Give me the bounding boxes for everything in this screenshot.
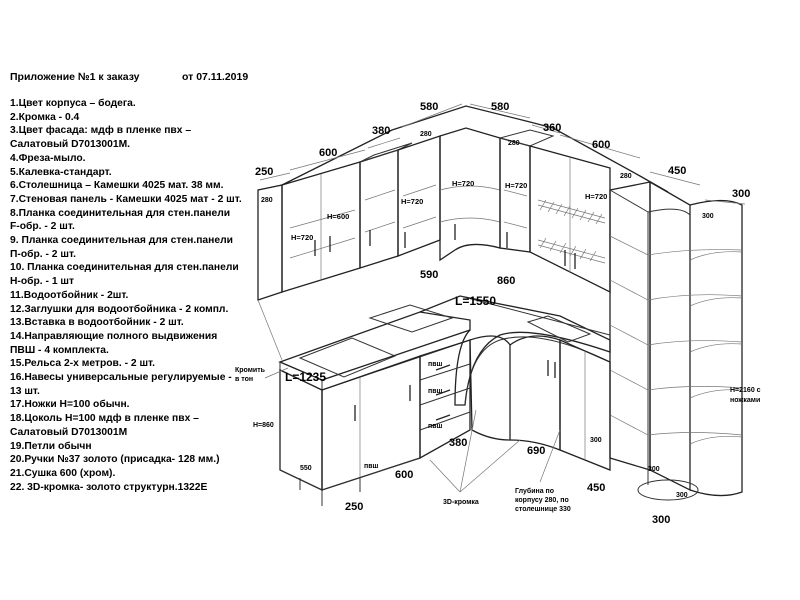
drawer-tag: пвш <box>428 388 443 395</box>
spec-item: 1.Цвет корпуса – бодега. <box>10 98 136 109</box>
spec-item: Н-обр. - 1 шт <box>10 276 75 288</box>
spec-item: 14.Направляющие полного выдвижения <box>10 330 218 342</box>
dim-label: 690 <box>527 445 545 457</box>
spec-item: Салатовый D7013001М <box>10 426 128 438</box>
height-label: Н=720 <box>401 197 423 206</box>
spec-item: П-обр. - 2 шт. <box>10 248 76 260</box>
height-label: Н=720 <box>585 192 607 201</box>
dim-label: 300 <box>652 514 670 526</box>
depth-label: 300 <box>676 492 688 499</box>
spec-item: 2.Кромка - 0.4 <box>10 111 80 123</box>
spec-item: 4.Фреза-мыло. <box>10 152 86 164</box>
height-label: Н=720 <box>291 233 313 242</box>
spec-item: 12.Заглушки для водоотбойника - 2 компл. <box>10 303 229 315</box>
dim-label: 450 <box>587 482 605 494</box>
dim-label: 380 <box>449 437 467 449</box>
dim-label: 860 <box>497 275 515 287</box>
spec-item: 19.Петли обычн <box>10 440 92 452</box>
worktop-length-label: L=1550 <box>455 294 496 308</box>
dim-label: 380 <box>372 125 390 137</box>
spec-item: 6.Столешница – Камешки 4025 мат. 38 мм. <box>10 180 224 192</box>
dim-label: 250 <box>345 501 363 513</box>
spec-item: 10. Планка соединительная для стен.панел… <box>10 262 239 274</box>
height-label: Н=860 <box>253 422 274 429</box>
spec-item: 13.Вставка в водоотбойник - 2 шт. <box>10 317 184 329</box>
spec-item: 13 шт. <box>10 385 40 397</box>
dim-label: 250 <box>255 166 273 178</box>
spec-item: 22. 3D-кромка- золото структурн.1322Е <box>10 481 208 493</box>
spec-item: 9. Планка соединительная для стен.панели <box>10 235 233 247</box>
depth-label: 280 <box>261 197 273 204</box>
spec-item: F-обр. - 2 шт. <box>10 221 75 233</box>
dim-label: 600 <box>319 147 337 159</box>
spec-item: 20.Ручки №37 золото (присадка- 128 мм.) <box>10 454 220 466</box>
dim-label: 300 <box>732 188 750 200</box>
depth-label: 300 <box>590 437 602 444</box>
spec-item: ПВШ - 4 комплекта. <box>10 344 109 356</box>
depth-note: Глубина по корпусу 280, по столешнице 33… <box>515 487 571 513</box>
depth-label: 550 <box>300 465 312 472</box>
spec-item: 18.Цоколь Н=100 мдф в пленке пвх – <box>10 413 199 425</box>
height-label: Н=720 <box>505 181 527 190</box>
drawer-tag: пвш <box>428 423 443 430</box>
worktop-length-label: L=1235 <box>285 370 326 384</box>
spec-item: 7.Стеновая панель - Камешки 4025 мат - 2… <box>10 193 242 205</box>
spec-item: 5.Калевка-стандарт. <box>10 166 112 178</box>
height-label: Н=600 <box>327 212 349 221</box>
spec-item: Салатовый D7013001М. <box>10 139 131 151</box>
spec-item: 17.Ножки Н=100 обычн. <box>10 399 130 411</box>
edge-note: Кромить в тон <box>235 367 267 383</box>
depth-label: 300 <box>648 466 660 473</box>
drawer-tag: пвш <box>364 463 379 470</box>
dim-label: 600 <box>592 139 610 151</box>
spec-item: 8.Планка соединительная для стен.панели <box>10 207 231 219</box>
spec-item: 3.Цвет фасада: мдф в пленке пвх – <box>10 125 192 137</box>
depth-label: 280 <box>420 131 432 138</box>
drawer-tag: пвш <box>428 361 443 368</box>
base-cabinets <box>279 335 611 506</box>
spec-item: 15.Рельса 2-х метров. - 2 шт. <box>10 358 156 370</box>
spec-item: 11.Водоотбойник - 2шт. <box>10 289 129 301</box>
tall-height-note: Н=2160 с ножками <box>730 387 763 404</box>
dim-label: 590 <box>420 269 438 281</box>
depth-label: 280 <box>508 140 520 147</box>
dim-label: 450 <box>668 165 686 177</box>
spec-list: 1.Цвет корпуса – бодега. 2.Кромка - 0.4 … <box>10 97 242 494</box>
depth-label: 300 <box>702 213 714 220</box>
dim-label: 360 <box>543 122 561 134</box>
dimension-lines <box>259 103 746 493</box>
order-date: от 07.11.2019 <box>182 71 249 83</box>
dim-label: 580 <box>491 101 509 113</box>
spec-item: 21.Сушка 600 (хром). <box>10 467 116 479</box>
page-title: Приложение №1 к заказу <box>10 71 140 83</box>
dim-label: 580 <box>420 101 438 113</box>
tall-shelf-unit <box>609 180 743 501</box>
upper-cabinets <box>257 105 669 361</box>
height-label: Н=720 <box>452 179 474 188</box>
depth-label: 280 <box>620 173 632 180</box>
note-3d-edge: 3D-кромка <box>443 499 479 506</box>
spec-item: 16.Навесы универсальные регулируемые - <box>10 372 232 384</box>
dim-label: 600 <box>395 469 413 481</box>
